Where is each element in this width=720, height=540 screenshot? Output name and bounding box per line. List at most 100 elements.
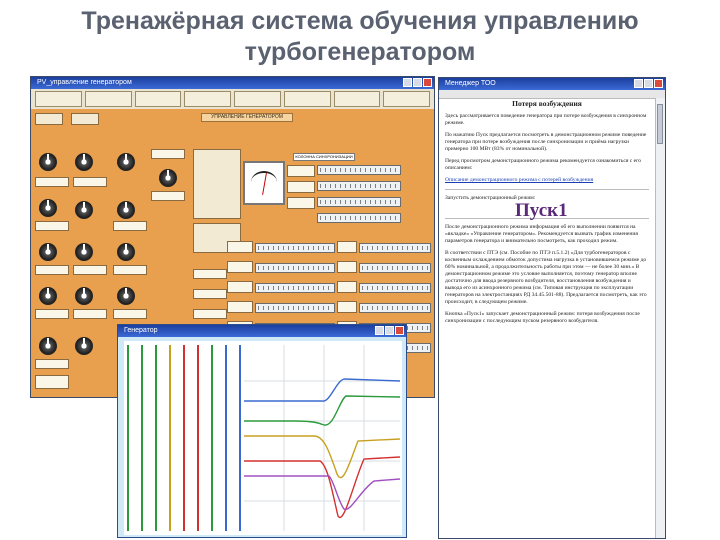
switch-label <box>113 221 147 231</box>
toolbar-button[interactable] <box>333 91 381 107</box>
switch-knob[interactable] <box>159 169 177 187</box>
switch-label <box>227 281 253 293</box>
toolbar-button[interactable] <box>283 91 331 107</box>
switch-label <box>35 359 69 369</box>
switch-label <box>193 289 227 299</box>
switch-label <box>227 301 253 313</box>
switch-label <box>337 261 357 273</box>
generator-chart-window: Генератор <box>117 324 407 538</box>
generator-titlebar: Генератор <box>118 325 406 337</box>
indicator-meter <box>317 197 401 207</box>
close-icon[interactable] <box>423 78 432 87</box>
minimize-icon[interactable] <box>403 78 412 87</box>
switch-knob[interactable] <box>39 199 57 217</box>
panel-header: УПРАВЛЕНИЕ ГЕНЕРАТОРОМ <box>201 113 293 122</box>
switch-knob[interactable] <box>39 337 57 355</box>
switch-knob[interactable] <box>117 243 135 261</box>
switch-label <box>73 265 107 275</box>
close-icon[interactable] <box>654 79 663 88</box>
indicator-meter <box>317 213 401 223</box>
switch-knob[interactable] <box>75 201 93 219</box>
toolbar-button[interactable] <box>383 91 430 107</box>
trainer-window: PV_управление генератором УПРАВЛЕНИЕ ГЕН… <box>30 76 435 398</box>
generator-window-title: Генератор <box>124 327 158 334</box>
toolbar-button[interactable] <box>234 91 281 107</box>
switch-knob[interactable] <box>117 153 135 171</box>
tutorial-window-title: Менеджер ТОО <box>445 80 496 87</box>
close-icon[interactable] <box>395 326 404 335</box>
switch-label <box>337 301 357 313</box>
switch-knob[interactable] <box>75 153 93 171</box>
trainer-toolbar <box>31 89 434 109</box>
trainer-titlebar: PV_управление генератором <box>31 77 434 89</box>
tutorial-titlebar: Менеджер ТОО <box>439 78 665 90</box>
paragraph: Здесь рассматривается поведение генерато… <box>445 113 647 126</box>
switch-knob[interactable] <box>75 287 93 305</box>
switch-label <box>287 197 315 209</box>
minimize-icon[interactable] <box>375 326 384 335</box>
switch-label <box>113 265 147 275</box>
indicator-meter <box>359 263 431 273</box>
switch-label <box>151 149 185 159</box>
switch-label <box>227 241 253 253</box>
switch-label <box>193 269 227 279</box>
maximize-icon[interactable] <box>385 326 394 335</box>
indicator-meter <box>317 181 401 191</box>
maximize-icon[interactable] <box>644 79 653 88</box>
paragraph: В соответствии с ПТЭ (см. Пособие по ПТЭ… <box>445 250 647 305</box>
switch-label <box>337 241 357 253</box>
sync-column-label: КОЛОННА СИНХРОНИЗАЦИИ <box>293 153 355 161</box>
switch-label <box>35 309 69 319</box>
slide-title-line2: турбогенератором <box>244 38 476 66</box>
indicator-meter <box>255 243 335 253</box>
switch-label <box>193 309 227 319</box>
switch-label <box>227 261 253 273</box>
switch-knob[interactable] <box>39 287 57 305</box>
minimize-icon[interactable] <box>634 79 643 88</box>
switch-label <box>337 281 357 293</box>
switch-knob[interactable] <box>75 337 93 355</box>
slide-title-line1: Тренажёрная система обучения управлению <box>81 7 639 35</box>
tutorial-window: Менеджер ТОО Потеря возбуждения Здесь ра… <box>438 77 666 539</box>
tutorial-toolbar <box>439 90 665 99</box>
switch-label <box>35 221 69 231</box>
trainer-window-title: PV_управление генератором <box>37 79 132 86</box>
indicator-meter <box>359 243 431 253</box>
signal-traces <box>244 378 401 519</box>
signal-trace <box>244 475 401 511</box>
toolbar-button[interactable] <box>35 91 82 107</box>
indicator-meter <box>359 303 431 313</box>
tutorial-content: Потеря возбуждения Здесь рассматривается… <box>445 100 649 330</box>
switch-knob[interactable] <box>39 243 57 261</box>
paragraph: Кнопка «Пуск1» запускает демонстрационны… <box>445 311 640 324</box>
slide-title: Тренажёрная система обучения управлению … <box>0 6 720 68</box>
pusk-button[interactable]: Пуск1 <box>515 200 568 221</box>
switch-knob[interactable] <box>117 201 135 219</box>
signal-trace <box>244 395 401 426</box>
vertical-scrollbar[interactable] <box>655 98 665 538</box>
toolbar-button[interactable] <box>134 91 182 107</box>
scrollbar-thumb[interactable] <box>657 104 663 144</box>
parameter-plot <box>127 345 401 531</box>
switch-knob[interactable] <box>75 243 93 261</box>
switch-label <box>73 309 107 319</box>
switch-label <box>35 177 69 187</box>
switch-knob[interactable] <box>117 287 135 305</box>
signal-trace <box>244 378 401 402</box>
switch-label <box>35 375 69 389</box>
indicator-meter <box>317 165 401 175</box>
indicator-meter <box>359 283 431 293</box>
description-link[interactable]: Описание демонстрационного режима с поте… <box>445 177 594 183</box>
launch-label: Запустить демонстрационный режим: <box>445 195 536 201</box>
grid <box>244 345 400 531</box>
maximize-icon[interactable] <box>413 78 422 87</box>
switch-label <box>287 165 315 177</box>
synchroscope-gauge <box>243 161 285 205</box>
switch-knob[interactable] <box>39 153 57 171</box>
indicator-meter <box>255 263 335 273</box>
control-block <box>193 149 241 219</box>
switch-label <box>151 191 185 201</box>
toolbar-button[interactable] <box>84 91 132 107</box>
paragraph: Перед просмотром демонстрационного режим… <box>445 158 642 171</box>
toolbar-button[interactable] <box>184 91 231 107</box>
